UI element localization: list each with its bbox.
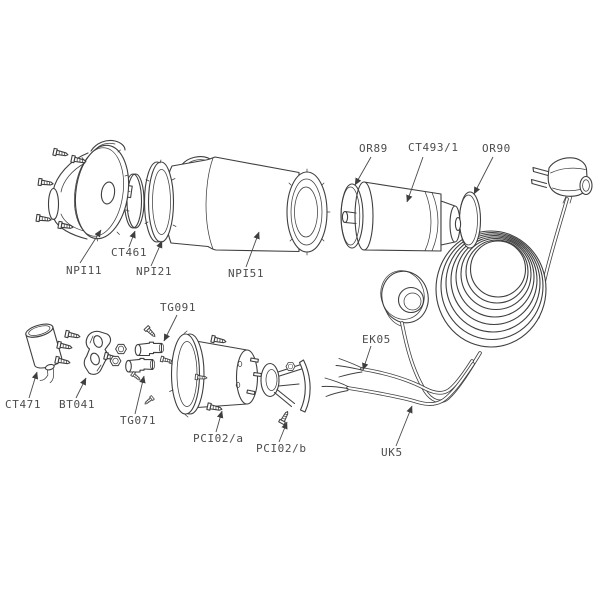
label-pci02b: PCI02/b [256,442,307,455]
part-or90-oring [458,191,482,249]
part-npi21-flange-ring [143,159,177,245]
label-bt041: BT041 [59,398,95,411]
screw [130,371,142,383]
screw [57,220,75,232]
label-or89: OR89 [359,142,388,155]
screw [54,355,72,367]
screw [35,213,53,224]
leader-lines [28,156,494,447]
screw [52,147,70,159]
label-ct461: CT461 [111,246,147,259]
leader-uk5 [395,405,413,447]
label-npi51: NPI51 [228,267,264,280]
label-tg091: TG091 [160,301,196,314]
leader-bt041 [75,377,87,399]
screw [159,355,174,365]
screw [37,177,55,188]
part-ct493-motor [354,181,462,252]
leader-pci02a [215,410,224,433]
leader-pci02b [278,421,288,443]
part-npi51-casing [164,156,331,256]
part-labels: NPI11 CT461 NPI21 NPI51 OR89 CT493/1 OR9… [5,141,511,459]
label-ct493: CT493/1 [408,141,459,154]
part-ct471-capacitor [25,323,63,384]
part-tg091-gland [134,325,165,357]
uk5-cable-upper [360,359,474,395]
label-npi21: NPI21 [136,265,172,278]
part-or89-oring [340,183,364,249]
leader-ek05 [362,345,372,371]
label-tg071: TG071 [120,414,156,427]
part-float-cap [380,270,429,327]
screw [143,325,158,339]
leader-or89 [354,156,372,186]
cable-coil [435,230,547,348]
screw [64,329,82,341]
label-pci02a: PCI02/a [193,432,244,445]
leader-npi11 [79,229,102,264]
leader-tg071 [134,375,146,415]
ek05-stripped-wires [321,358,363,397]
label-or90: OR90 [482,142,511,155]
leader-tg091 [163,314,178,342]
screw [143,395,155,407]
uk5-cable-lower [346,362,475,406]
label-uk5: UK5 [381,446,403,459]
hex-nut [285,362,296,371]
part-npi11-suction-cone [47,139,130,242]
hex-nut [109,355,122,367]
label-ct471: CT471 [5,398,41,411]
leader-ct471 [28,371,39,399]
screw [278,409,291,426]
hex-nut [115,343,127,355]
leader-ct493 [406,156,424,203]
label-ek05: EK05 [362,333,391,346]
part-mains-plug [530,157,593,204]
part-tg071-gland [125,355,174,407]
part-pci02b-bracket [260,359,311,426]
label-npi11: NPI11 [66,264,102,277]
leader-or90 [473,156,494,195]
leader-npi51 [245,231,260,268]
part-pci02a-end-bell [168,330,262,418]
part-bt041-bracket [83,330,121,375]
leader-npi21 [150,240,163,267]
ct471-screws [54,329,82,367]
leader-ct461 [128,230,136,248]
